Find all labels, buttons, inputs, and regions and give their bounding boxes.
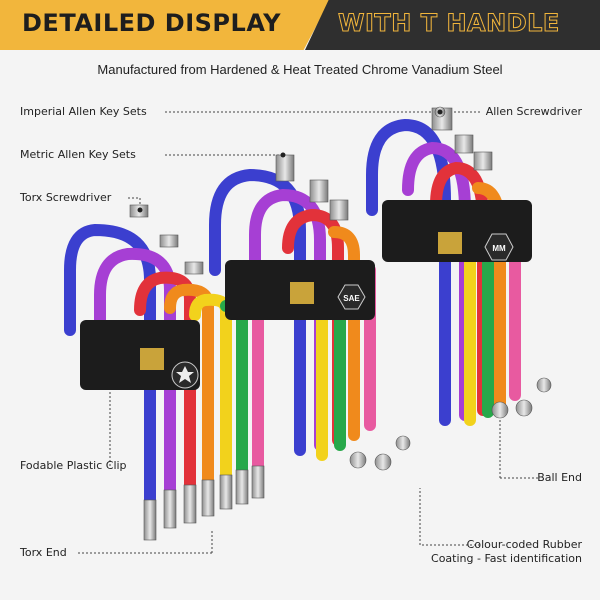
metric-ball-end — [491, 401, 509, 419]
callout-ball-end: Ball End — [537, 471, 582, 484]
sae-badge-label: SAE — [343, 294, 360, 303]
sae-short-tip — [275, 154, 295, 182]
metric-key-set: MM — [366, 106, 552, 426]
torx-short-tip — [184, 261, 204, 275]
sae-short-tip — [329, 199, 349, 221]
sae-ball-end — [374, 453, 392, 471]
sae-key-blue — [209, 168, 306, 456]
callout-dots — [137, 109, 443, 213]
callout-torx-screwdriver: Torx Screwdriver — [20, 191, 112, 204]
metric-short-tip — [454, 134, 474, 154]
torx-tip — [235, 469, 249, 505]
metric-ball-end — [515, 399, 533, 417]
mm-hex-badge — [484, 233, 514, 261]
torx-short-tip — [159, 234, 179, 248]
callout-clip: Fodable Plastic Clip — [20, 459, 127, 472]
torx-tip — [201, 479, 215, 517]
callout-coating-line2: Coating - Fast identification — [431, 552, 582, 565]
callout-coating-line1: Colour-coded Rubber — [466, 538, 582, 551]
torx-tip — [219, 474, 233, 510]
callout-allen-screwdriver: Allen Screwdriver — [485, 105, 582, 118]
torx-key-set — [64, 204, 265, 541]
callout-torx-end: Torx End — [20, 546, 67, 559]
torx-tip — [183, 484, 197, 524]
sae-key-set: SAE — [209, 154, 411, 471]
callout-coating: Colour-coded Rubber Coating - Fast ident… — [431, 538, 582, 566]
banner-dark-panel — [305, 0, 600, 50]
banner-title: DETAILED DISPLAY — [22, 9, 281, 37]
callout-metric: Metric Allen Key Sets — [20, 148, 136, 161]
sae-ball-end — [349, 451, 367, 469]
metric-ball-end — [536, 377, 552, 393]
torx-tip — [251, 465, 265, 499]
banner-subtitle: WITH T HANDLE — [338, 9, 560, 38]
sae-hex-badge — [337, 284, 366, 310]
mm-badge-label: MM — [492, 244, 506, 253]
torx-tip — [143, 499, 157, 541]
torx-tip — [163, 489, 177, 529]
banner-yellow-panel — [0, 0, 330, 50]
header-banner: DETAILED DISPLAY WITH T HANDLE — [0, 0, 600, 50]
sae-key-orange — [328, 226, 360, 441]
metric-clip-label — [438, 232, 462, 254]
metric-key-purple — [402, 141, 471, 421]
sae-key-purple — [249, 188, 326, 451]
callout-imperial: Imperial Allen Key Sets — [20, 105, 147, 118]
sae-clip-label — [290, 282, 314, 304]
torx-clip-label — [140, 348, 164, 370]
tagline: Manufactured from Hardened & Heat Treate… — [97, 62, 503, 77]
sae-ball-end — [395, 435, 411, 451]
torx-star-icon — [176, 366, 194, 383]
metric-short-tip — [473, 151, 493, 171]
sae-short-tip — [309, 179, 329, 203]
